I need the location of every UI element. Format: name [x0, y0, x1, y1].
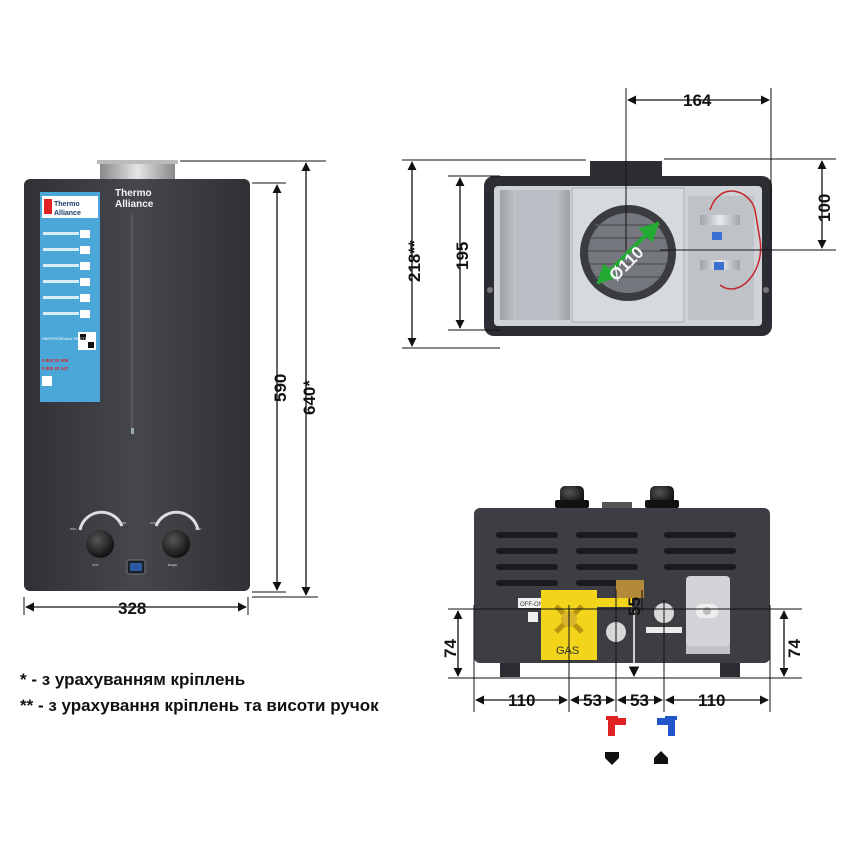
bottom-water-dim: 53 — [630, 691, 649, 710]
svg-text:min: min — [195, 526, 201, 531]
bottom-knob-right — [650, 486, 674, 504]
bottom-knob-left — [560, 486, 584, 504]
gas-knob — [86, 530, 114, 558]
front-view: Thermo Alliance Thermo Alliance ЄВРОПЕЙС… — [23, 160, 326, 618]
hot-water-tap-icon — [606, 716, 626, 736]
bottom-right-height-dim: 74 — [785, 639, 804, 658]
bottom-gas-dim: 53 — [583, 691, 602, 710]
offon-label: OFF-ON — [520, 602, 543, 608]
water-knob — [162, 530, 190, 558]
top-view: Ø110 164 100 195 218** — [402, 88, 836, 349]
top-offset-dim: 164 — [683, 91, 712, 110]
knob-label-left: лит — [92, 562, 99, 567]
svg-text:max: max — [119, 520, 127, 525]
front-height-body-dim: 590 — [271, 374, 290, 402]
svg-text:max: max — [150, 520, 158, 525]
svg-text:min: min — [70, 526, 76, 531]
thermocouple-wire — [709, 190, 762, 290]
bottom-right-dim: 110 — [698, 691, 725, 710]
card-feature-rows — [43, 230, 90, 318]
gas-label: GAS — [556, 645, 579, 657]
front-brand-line2: Alliance — [115, 199, 154, 210]
cold-water-tap-icon — [657, 716, 677, 736]
bottom-left-height-dim: 74 — [441, 639, 460, 658]
top-height-body-dim: 195 — [453, 242, 472, 270]
indicator-slot — [131, 215, 133, 433]
outlet-arrow-icon — [605, 752, 619, 765]
front-height-total-dim: 640* — [300, 380, 319, 415]
pipe-offset-dim: 55 — [625, 597, 644, 616]
top-flue-depth-dim: 100 — [815, 194, 834, 222]
front-width-dim: 328 — [118, 599, 146, 618]
knob-label-right: вода — [168, 562, 178, 567]
card-title-line1: Thermo — [54, 201, 80, 208]
top-height-total-dim: 218** — [405, 240, 424, 282]
card-badge: ЄВРОПЕЙСЬКА ЯКІСТЬ — [42, 336, 88, 341]
card-phone2: 0 800 20 147 — [42, 366, 69, 371]
footnote-1: * - з урахуванням кріплень — [20, 670, 246, 689]
footnote-2: ** - з урахування кріплень та висоти руч… — [20, 696, 379, 715]
diameter-arrow — [596, 221, 660, 285]
bottom-view: OFF-ON GAS 55 — [441, 486, 804, 765]
card-title-line2: Alliance — [54, 210, 81, 217]
inlet-arrow-icon — [654, 751, 668, 764]
front-brand-line1: Thermo — [115, 188, 152, 199]
card-phone1: 0 800 20 008 — [42, 358, 69, 363]
bottom-left-dim: 110 — [508, 691, 535, 710]
flue-pipe — [100, 160, 175, 180]
